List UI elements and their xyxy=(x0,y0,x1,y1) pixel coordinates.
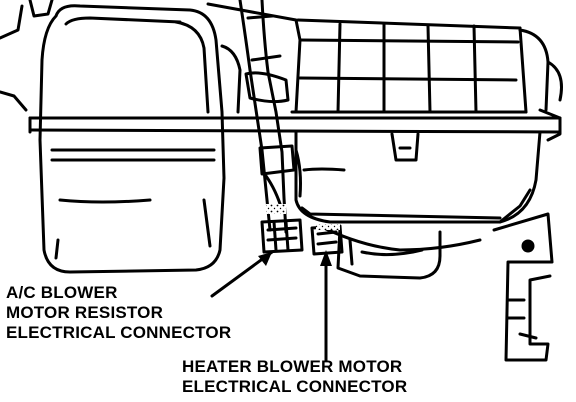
resistor-arrowhead xyxy=(258,252,272,266)
upper-left-bracket xyxy=(0,0,54,112)
textured-surface xyxy=(316,224,340,230)
left-housing xyxy=(38,4,242,274)
blower-housing xyxy=(294,130,542,252)
callout-line: HEATER BLOWER MOTOR xyxy=(182,357,403,376)
callout-line: ELECTRICAL CONNECTOR xyxy=(6,323,232,342)
blower-motor xyxy=(336,226,442,280)
wiring-harness xyxy=(238,0,302,234)
heater-arrowhead xyxy=(320,250,332,266)
callout-line: MOTOR RESISTOR xyxy=(6,303,164,322)
vent-grille xyxy=(206,2,563,114)
right-bracket xyxy=(492,212,554,362)
textured-surface xyxy=(266,204,286,214)
callout-line: ELECTRICAL CONNECTOR xyxy=(182,377,408,396)
resistor-connector-callout: A/C BLOWER MOTOR RESISTOR ELECTRICAL CON… xyxy=(6,283,231,343)
mounting-bolt xyxy=(521,239,535,253)
resistor-connector xyxy=(260,218,304,254)
callout-line: A/C BLOWER xyxy=(6,283,118,302)
heater-connector-callout: HEATER BLOWER MOTOR ELECTRICAL CONNECTOR xyxy=(182,357,407,397)
